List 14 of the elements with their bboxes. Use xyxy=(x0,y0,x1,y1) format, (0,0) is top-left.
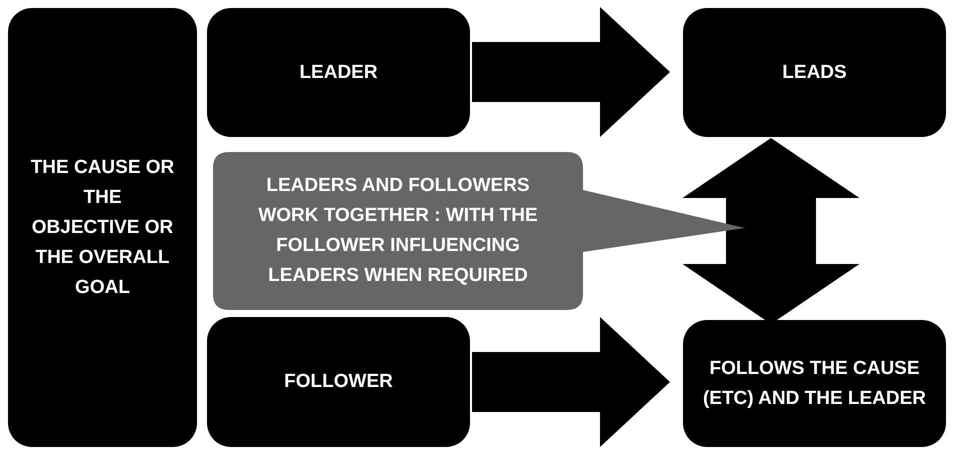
goal-box xyxy=(8,8,197,447)
block-arrow xyxy=(472,317,670,447)
node-label: FOLLOWER xyxy=(284,370,393,394)
node-label: THE CAUSE OR THE OBJECTIVE OR THE OVERALL GOAL xyxy=(30,156,176,300)
process-box xyxy=(207,8,470,137)
speech-callout xyxy=(213,152,745,310)
process-box xyxy=(683,320,946,447)
process-box xyxy=(207,317,470,447)
node-label: LEADER xyxy=(299,60,378,84)
block-arrow xyxy=(472,7,670,137)
node-label: LEADERS AND FOLLOWERS WORK TOGETHER : WITH THE FOLLOWER INFLUENCING LEADERS WHEN REQUIRED xyxy=(257,174,539,288)
node-label: FOLLOWS THE CAUSE (ETC) AND THE LEADER xyxy=(702,356,928,410)
process-box xyxy=(683,8,946,137)
node-label: LEADS xyxy=(782,60,847,84)
